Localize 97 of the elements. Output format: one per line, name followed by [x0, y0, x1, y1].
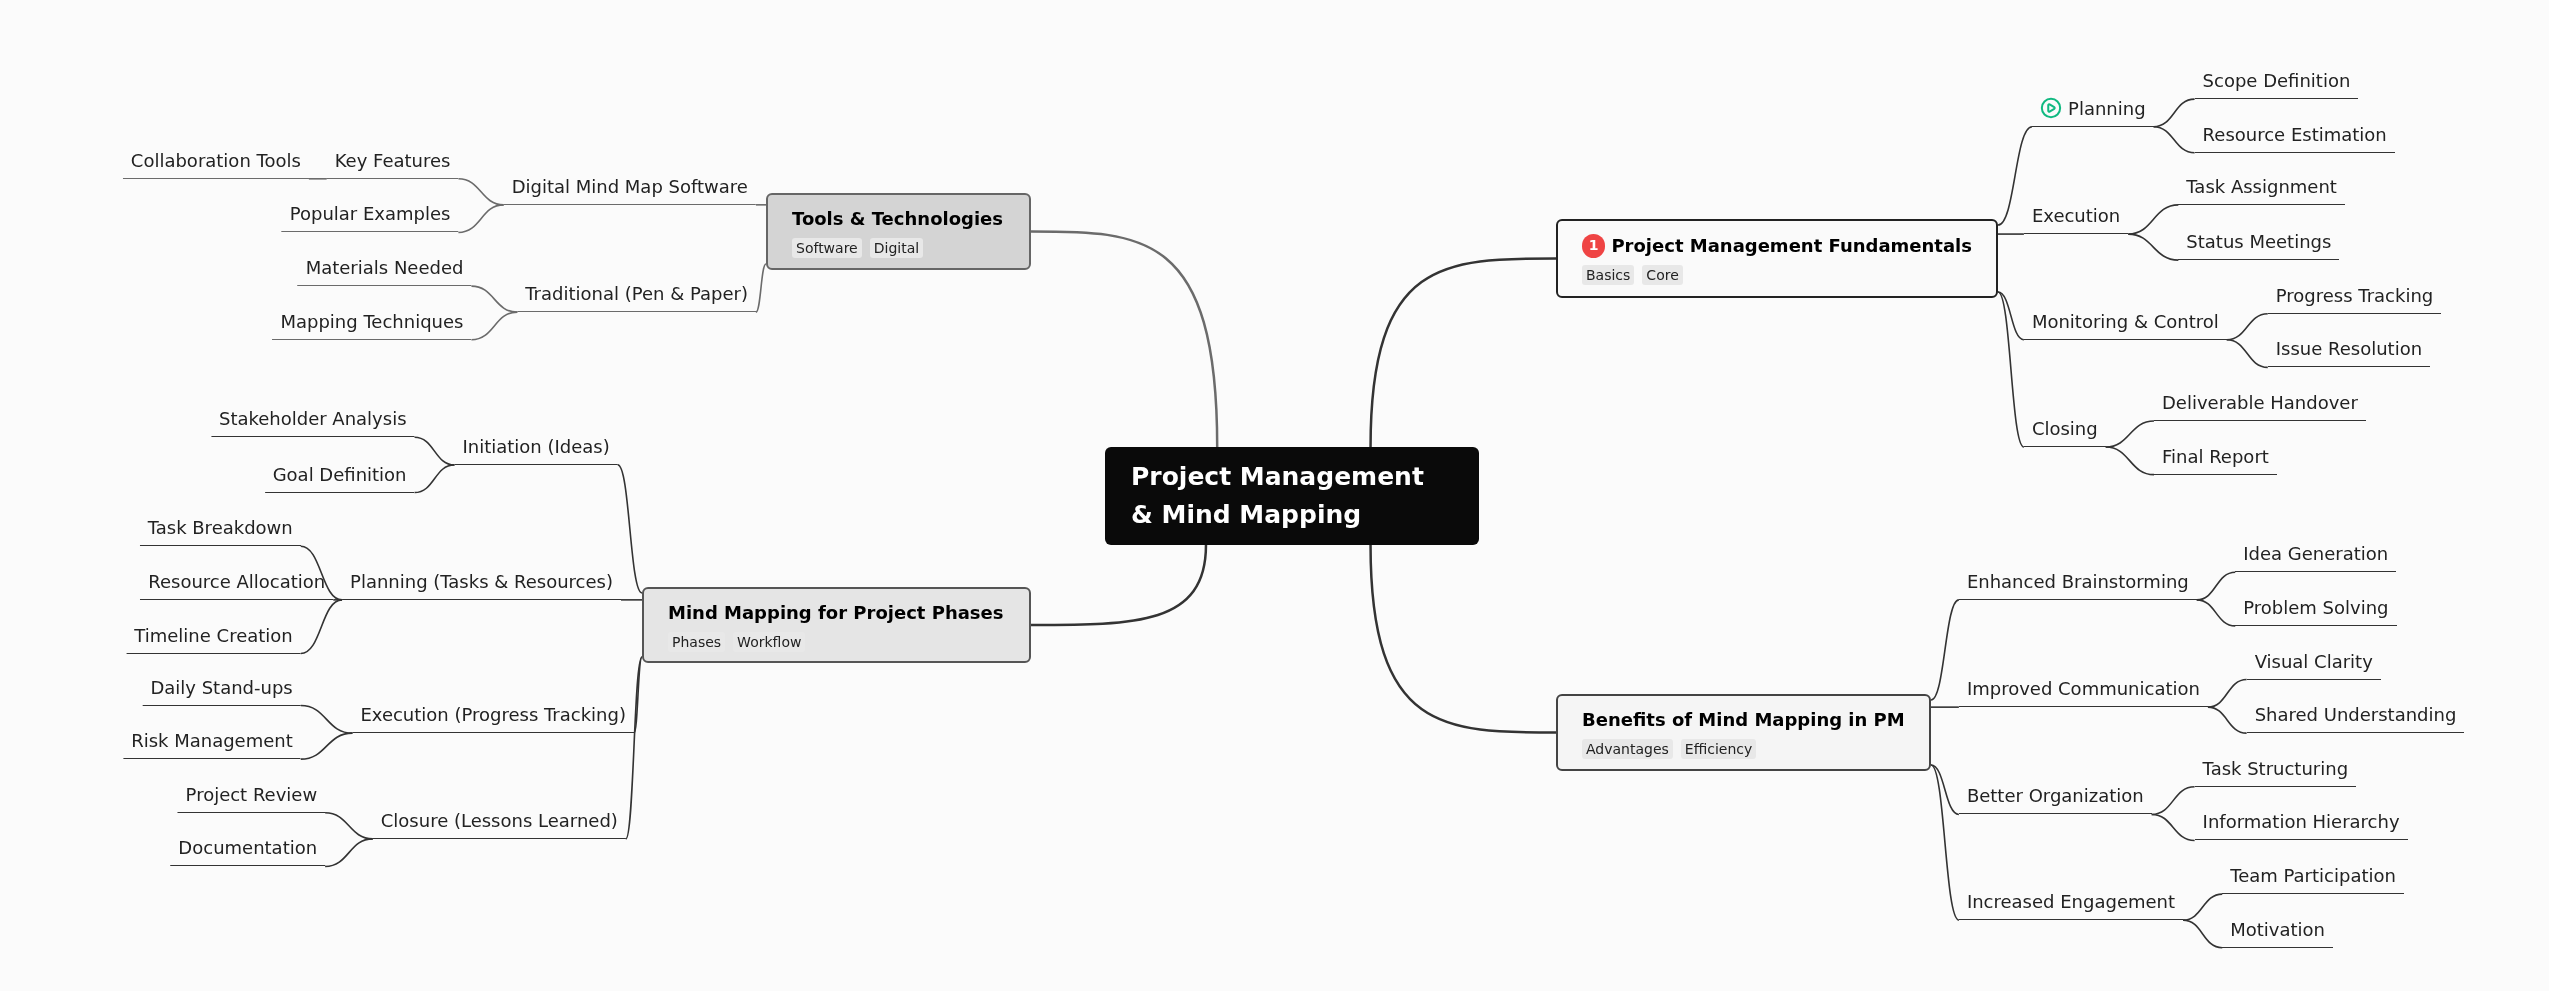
- branch-connector: [299, 599, 343, 655]
- branch-connector: [413, 464, 456, 494]
- branch-connector: [299, 732, 354, 760]
- branch-connector: [1369, 257, 1556, 448]
- branch-connector: [2152, 126, 2196, 154]
- tag-chip: Core: [1642, 265, 1683, 285]
- tag-chip: Efficiency: [1680, 739, 1757, 759]
- topic-box: [1556, 219, 1998, 298]
- branch-connector: [755, 263, 767, 313]
- topic-text: Resource Estimation: [2202, 122, 2387, 147]
- topic-text: Improved Communication: [1966, 677, 2200, 702]
- branch-connector: [2207, 678, 2248, 708]
- topic-text: Documentation: [178, 836, 318, 861]
- topic-text: Task Breakdown: [147, 516, 293, 541]
- branch-connector: [616, 464, 643, 594]
- topic-box: [1556, 694, 1931, 771]
- topic-text: Status Meetings: [2186, 230, 2332, 255]
- branch-connector: [2225, 338, 2269, 369]
- branch-connector: [1930, 764, 1960, 816]
- central-topic-box: [1105, 447, 1479, 545]
- branch-connector: [1031, 544, 1208, 627]
- topic-text: Timeline Creation: [134, 623, 293, 648]
- branch-connector: [1997, 291, 2025, 448]
- branch-connector: [1930, 764, 1960, 921]
- topic-text: Mapping Techniques: [280, 309, 464, 334]
- topic-text: Execution: [2031, 204, 2121, 229]
- topic-text: Problem Solving: [2243, 595, 2389, 620]
- branch-connector: [1997, 291, 2025, 341]
- topic-text: Task Assignment: [2186, 174, 2337, 199]
- topic-text: Planning: [2068, 96, 2146, 121]
- topic-text: Collaboration Tools: [130, 148, 301, 173]
- topic-text: Risk Management: [131, 729, 293, 754]
- tag-chip: Digital: [869, 238, 924, 258]
- branch-connector: [2195, 599, 2237, 627]
- branch-connector: [324, 838, 374, 868]
- topic-text: Monitoring & Control: [2031, 309, 2219, 334]
- topic-title: Project Management Fundamentals: [1611, 234, 1972, 258]
- topic-text: Project Review: [185, 782, 318, 807]
- branch-connector: [1930, 599, 1960, 701]
- priority-badge: 1: [1582, 233, 1606, 258]
- branch-connector: [308, 178, 328, 180]
- topic-title: Mind Mapping for Project Phases: [668, 600, 1004, 625]
- topic-title: Benefits of Mind Mapping in PM: [1582, 708, 1905, 732]
- branch-connector: [470, 311, 519, 341]
- tag-chip: Software: [792, 238, 862, 258]
- branch-connector: [2182, 919, 2224, 949]
- topic-text: Key Features: [334, 148, 451, 173]
- branch-connector: [2104, 446, 2155, 476]
- branch-connector: [755, 204, 767, 206]
- branch-connector: [2182, 893, 2224, 921]
- branch-connector: [2150, 813, 2196, 842]
- topic-text: Increased Engagement: [1966, 890, 2176, 915]
- topic-text: Closing: [2031, 417, 2098, 442]
- topic-text: Team Participation: [2230, 864, 2396, 889]
- branch-connector: [2127, 233, 2180, 261]
- topic-title: Project Management & Mind Mapping: [1131, 461, 1425, 531]
- topic-text: Materials Needed: [305, 256, 464, 281]
- topic-text: Final Report: [2161, 444, 2269, 469]
- tag-chip: Advantages: [1582, 739, 1673, 759]
- topic-text: Visual Clarity: [2254, 649, 2373, 674]
- topic-text: Initiation (Ideas): [462, 434, 610, 459]
- branch-connector: [633, 656, 643, 734]
- branch-connector: [2150, 786, 2196, 816]
- topic-text: Stakeholder Analysis: [218, 407, 407, 432]
- topic-text: Goal Definition: [272, 462, 407, 487]
- topic-text: Idea Generation: [2243, 542, 2389, 567]
- branch-connector: [1997, 233, 2025, 235]
- topic-text: Daily Stand-ups: [150, 675, 293, 700]
- tag-chip: Basics: [1582, 265, 1635, 285]
- topic-text: Popular Examples: [289, 202, 451, 227]
- topic-text: Issue Resolution: [2275, 337, 2423, 362]
- topic-box: [766, 193, 1031, 270]
- topic-text: Closure (Lessons Learned): [380, 808, 618, 833]
- branch-connector: [620, 599, 643, 601]
- branch-connector: [1930, 706, 1960, 708]
- branch-connector: [1031, 230, 1219, 448]
- topic-text: Deliverable Handover: [2161, 391, 2358, 416]
- topic-text: Information Hierarchy: [2202, 810, 2400, 835]
- topic-title: Tools & Technologies: [792, 207, 1003, 231]
- topic-text: Progress Tracking: [2275, 283, 2434, 308]
- topic-box: [642, 587, 1031, 663]
- topic-text: Planning (Tasks & Resources): [350, 569, 613, 594]
- topic-text: Task Structuring: [2202, 756, 2349, 781]
- topic-text: Enhanced Brainstorming: [1966, 569, 2189, 594]
- topic-text: Motivation: [2230, 917, 2325, 942]
- topic-text: Execution (Progress Tracking): [360, 703, 626, 728]
- topic-text: Traditional (Pen & Paper): [525, 282, 748, 307]
- branch-connector: [1369, 544, 1556, 734]
- branch-connector: [457, 204, 505, 234]
- branch-connector: [2207, 706, 2248, 734]
- topic-text: Better Organization: [1966, 784, 2144, 809]
- topic-text: Digital Mind Map Software: [511, 174, 748, 199]
- topic-text: Shared Understanding: [2254, 703, 2457, 728]
- branch-connector: [625, 656, 643, 840]
- topic-text: Scope Definition: [2202, 69, 2351, 94]
- topic-text: Resource Allocation: [148, 569, 326, 594]
- branch-connector: [1997, 126, 2033, 226]
